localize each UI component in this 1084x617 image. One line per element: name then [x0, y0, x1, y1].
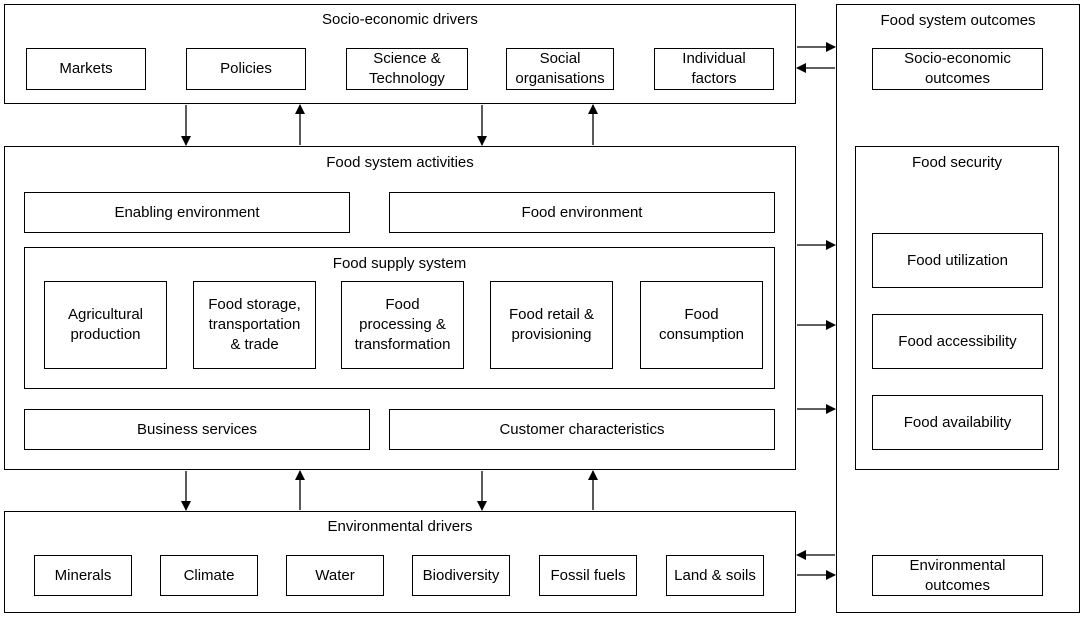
- food-accessibility-box: Food accessibility: [872, 314, 1043, 369]
- food-supply-system-title: Food supply system: [332, 255, 467, 272]
- food-availability-box: Food availability: [872, 395, 1043, 450]
- driver-individual-factors: Individual factors: [654, 48, 774, 90]
- supply-food-consumption: Food consumption: [640, 281, 763, 369]
- supply-agricultural-production: Agricultural production: [44, 281, 167, 369]
- food-security-title: Food security: [911, 154, 1003, 171]
- supply-food-processing: Food processing & transformation: [341, 281, 464, 369]
- driver-markets: Markets: [26, 48, 146, 90]
- food-system-activities-title: Food system activities: [326, 154, 474, 171]
- env-land-soils: Land & soils: [666, 555, 764, 596]
- env-fossil-fuels: Fossil fuels: [539, 555, 637, 596]
- env-water: Water: [286, 555, 384, 596]
- env-climate: Climate: [160, 555, 258, 596]
- socio-economic-outcomes-box: Socio-economic outcomes: [872, 48, 1043, 90]
- environmental-drivers-panel: Environmental drivers: [4, 511, 796, 613]
- env-minerals: Minerals: [34, 555, 132, 596]
- supply-food-retail: Food retail & provisioning: [490, 281, 613, 369]
- food-utilization-box: Food utilization: [872, 233, 1043, 288]
- enabling-environment-box: Enabling environment: [24, 192, 350, 233]
- environmental-drivers-title: Environmental drivers: [327, 518, 473, 535]
- business-services-box: Business services: [24, 409, 370, 450]
- driver-science-technology: Science & Technology: [346, 48, 468, 90]
- food-environment-box: Food environment: [389, 192, 775, 233]
- driver-social-organisations: Social organisations: [506, 48, 614, 90]
- driver-policies: Policies: [186, 48, 306, 90]
- customer-characteristics-box: Customer characteristics: [389, 409, 775, 450]
- env-biodiversity: Biodiversity: [412, 555, 510, 596]
- food-system-outcomes-title: Food system outcomes: [880, 12, 1036, 29]
- supply-food-storage: Food storage, transportation & trade: [193, 281, 316, 369]
- environmental-outcomes-box: Environmental outcomes: [872, 555, 1043, 596]
- socio-economic-drivers-title: Socio-economic drivers: [322, 11, 478, 28]
